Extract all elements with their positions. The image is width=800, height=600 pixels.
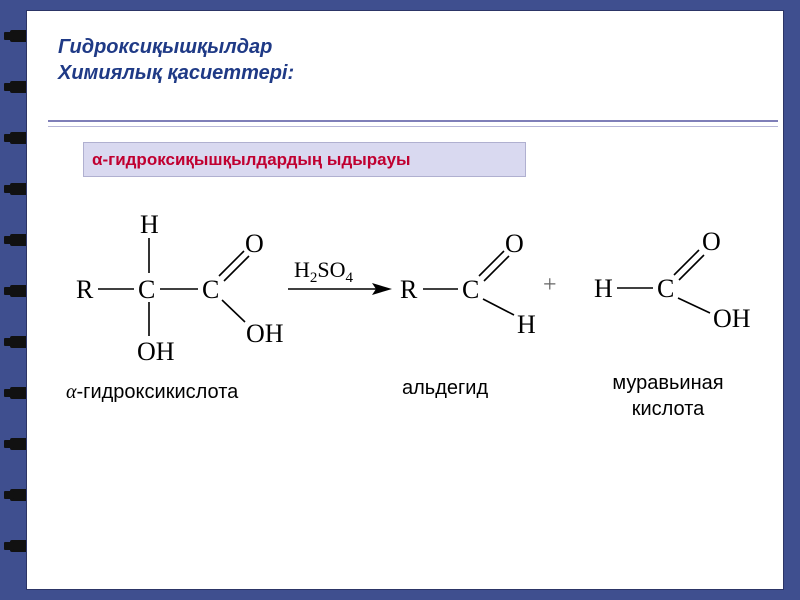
acid-caption-line-2: кислота [631, 398, 705, 420]
aldehyde-o: O [505, 229, 524, 258]
slide-page [26, 10, 784, 590]
reactant-r: R [76, 275, 94, 304]
aldehyde-c: C [462, 275, 479, 304]
divider-rule [48, 120, 778, 127]
reaction-label-box: α-гидроксиқышқылдардың ыдырауы [83, 142, 526, 177]
reactant-caption-text: -гидроксикислота [76, 381, 239, 403]
acid-h: H [594, 274, 613, 303]
plus-sign: + [543, 272, 557, 298]
title-line-1: Гидроксиқышқылдар [58, 36, 273, 58]
reactant-caption: α-гидроксикислота [66, 381, 238, 404]
title-line-2: Химиялық қасиеттері: [58, 62, 295, 84]
reaction-arrow-head [372, 283, 392, 295]
reactant-c2: C [202, 275, 219, 304]
reactant-oh-bottom: OH [137, 337, 175, 366]
bond-ald-c-o-double-a [478, 250, 505, 277]
acid-oh: OH [713, 304, 751, 333]
aldehyde-h: H [517, 310, 536, 339]
bond-acid-c-o-double-b [678, 254, 705, 281]
reactant-o: O [245, 229, 264, 258]
aldehyde-caption: альдегид [402, 377, 489, 399]
bond-c2-oh [221, 299, 246, 323]
reactant-c1: C [138, 275, 155, 304]
acid-caption: муравьиная кислота [598, 370, 738, 422]
reactant-oh-right: OH [246, 319, 284, 348]
bond-c2-o-double-b [223, 255, 250, 282]
bond-acid-c-o-double-a [673, 249, 700, 276]
catalyst-label: H2SO4 [294, 257, 354, 286]
alpha-symbol: α [66, 381, 77, 403]
acid-c: C [657, 274, 674, 303]
bond-acid-c-oh [677, 297, 711, 314]
reaction-label: α-гидроксиқышқылдардың ыдырауы [92, 149, 411, 169]
aldehyde-r: R [400, 275, 418, 304]
slide-title: Гидроксиқышқылдар Химиялық қасиеттері: [58, 34, 294, 86]
acid-caption-line-1: муравьиная [612, 372, 724, 394]
bond-c2-o-double-a [218, 250, 245, 277]
bond-ald-c-h [482, 298, 515, 316]
bond-ald-c-o-double-b [483, 255, 510, 282]
reactant-h: H [140, 210, 159, 239]
acid-o: O [702, 227, 721, 256]
